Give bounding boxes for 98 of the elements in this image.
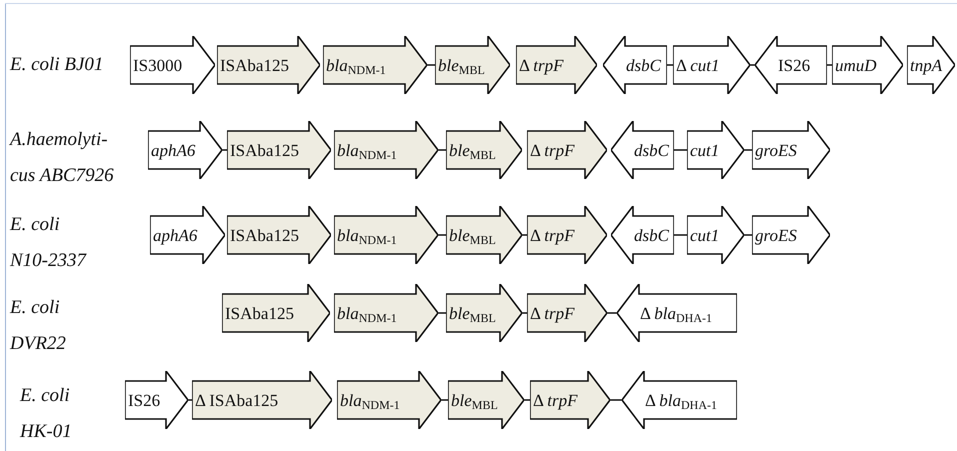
- gene-block: [222, 284, 330, 342]
- strain-name: A.haemolyti- cus ABC7926: [10, 128, 115, 188]
- connector-line: [438, 312, 446, 314]
- gene-block: [755, 36, 827, 94]
- connector-line: [427, 64, 435, 66]
- gene-label: IS26: [778, 56, 810, 74]
- gene-label: IS3000: [133, 56, 182, 74]
- gene-label: Δ trpF: [519, 56, 564, 74]
- gene-block: [435, 36, 510, 94]
- gene-label: ble$_{MBL}$: [449, 304, 496, 322]
- gene-block: [687, 206, 744, 264]
- gene-label: Δ trpF: [530, 304, 574, 322]
- gene-label: bla$_{NDM-1}$: [340, 392, 400, 408]
- gene-label: ble$_{MBL}$: [438, 56, 485, 74]
- gene-block: [323, 36, 427, 94]
- connector-line: [222, 149, 227, 151]
- strain-name: E. coli DVR22: [10, 296, 67, 356]
- gene-block: [446, 206, 522, 264]
- connector-line: [674, 149, 687, 151]
- gene-label: ble$_{MBL}$: [451, 392, 498, 408]
- gene-label: bla$_{NDM-1}$: [326, 56, 386, 74]
- connector-line: [438, 234, 446, 236]
- connector-line: [827, 64, 832, 66]
- connector-line: [522, 312, 527, 314]
- gene-label: ISAba125: [230, 142, 299, 158]
- gene-label: aphA6: [153, 226, 198, 244]
- gene-block: [527, 206, 607, 264]
- connector-line: [610, 399, 622, 401]
- strain-name: E. coli HK-01: [20, 384, 73, 444]
- gene-label: dsbC: [634, 142, 669, 158]
- gene-label: Δ trpF: [533, 392, 578, 408]
- gene-label: ble$_{MBL}$: [449, 142, 496, 158]
- connector-line: [674, 234, 687, 236]
- gene-label: groES: [755, 226, 797, 244]
- gene-block: [446, 121, 522, 179]
- gene-block: [603, 36, 667, 94]
- gene-label: Δ ISAba125: [195, 392, 278, 408]
- gene-label: groES: [755, 142, 797, 158]
- strain-name: E. coli BJ01: [10, 53, 104, 77]
- gene-block: [227, 121, 331, 179]
- gene-block: [611, 206, 674, 264]
- gene-label: ISAba125: [220, 56, 289, 74]
- gene-block: [687, 121, 744, 179]
- gene-block: [150, 206, 225, 264]
- gene-label: cut1: [690, 142, 720, 158]
- gene-block: [752, 121, 830, 179]
- gene-block: [832, 36, 903, 94]
- gene-label: bla$_{NDM-1}$: [337, 226, 397, 244]
- gene-block: [752, 206, 830, 264]
- connector-line: [524, 399, 530, 401]
- gene-block: [217, 36, 320, 94]
- gene-block: [337, 371, 441, 429]
- connector-line: [607, 312, 617, 314]
- gene-block: [125, 371, 188, 429]
- gene-block: [148, 121, 222, 179]
- gene-label: ble$_{MBL}$: [449, 226, 496, 244]
- strain-name: E. coli N10-2337: [10, 213, 88, 273]
- gene-block: [527, 284, 607, 342]
- gene-label: ISAba125: [230, 226, 299, 244]
- gene-label: Δ bla$_{DHA-1}$: [640, 304, 712, 322]
- gene-block: [907, 36, 955, 94]
- connector-line: [188, 399, 192, 401]
- gene-block: [334, 121, 438, 179]
- gene-block: [516, 36, 597, 94]
- connector-line: [441, 399, 448, 401]
- gene-label: dsbC: [634, 226, 669, 244]
- gene-label: Δ cut1: [676, 56, 720, 74]
- gene-block: [446, 284, 522, 342]
- gene-block: [527, 121, 607, 179]
- gene-label: umuD: [835, 56, 877, 74]
- connector-line: [438, 149, 446, 151]
- gene-block: [130, 36, 215, 94]
- connector-line: [744, 149, 752, 151]
- connector-line: [750, 64, 755, 66]
- gene-block: [448, 371, 524, 429]
- connector-line: [744, 234, 752, 236]
- gene-label: bla$_{NDM-1}$: [337, 142, 397, 158]
- gene-block: [673, 36, 750, 94]
- gene-label: Δ bla$_{DHA-1}$: [645, 392, 717, 408]
- gene-label: dsbC: [626, 56, 661, 74]
- gene-block: [622, 371, 737, 429]
- gene-label: Δ trpF: [530, 142, 574, 158]
- gene-block: [334, 206, 438, 264]
- connector-line: [522, 234, 527, 236]
- gene-label: IS26: [128, 392, 160, 408]
- gene-block: [611, 121, 674, 179]
- gene-label: aphA6: [151, 142, 196, 158]
- gene-label: cut1: [690, 226, 720, 244]
- gene-block: [192, 371, 332, 429]
- gene-label: ISAba125: [225, 304, 294, 322]
- gene-label: tnpA: [910, 56, 942, 74]
- gene-block: [334, 284, 438, 342]
- gene-label: bla$_{NDM-1}$: [337, 304, 397, 322]
- gene-block: [227, 206, 331, 264]
- gene-label: Δ trpF: [530, 226, 574, 244]
- gene-block: [530, 371, 610, 429]
- connector-line: [667, 64, 673, 66]
- gene-block: [617, 284, 737, 342]
